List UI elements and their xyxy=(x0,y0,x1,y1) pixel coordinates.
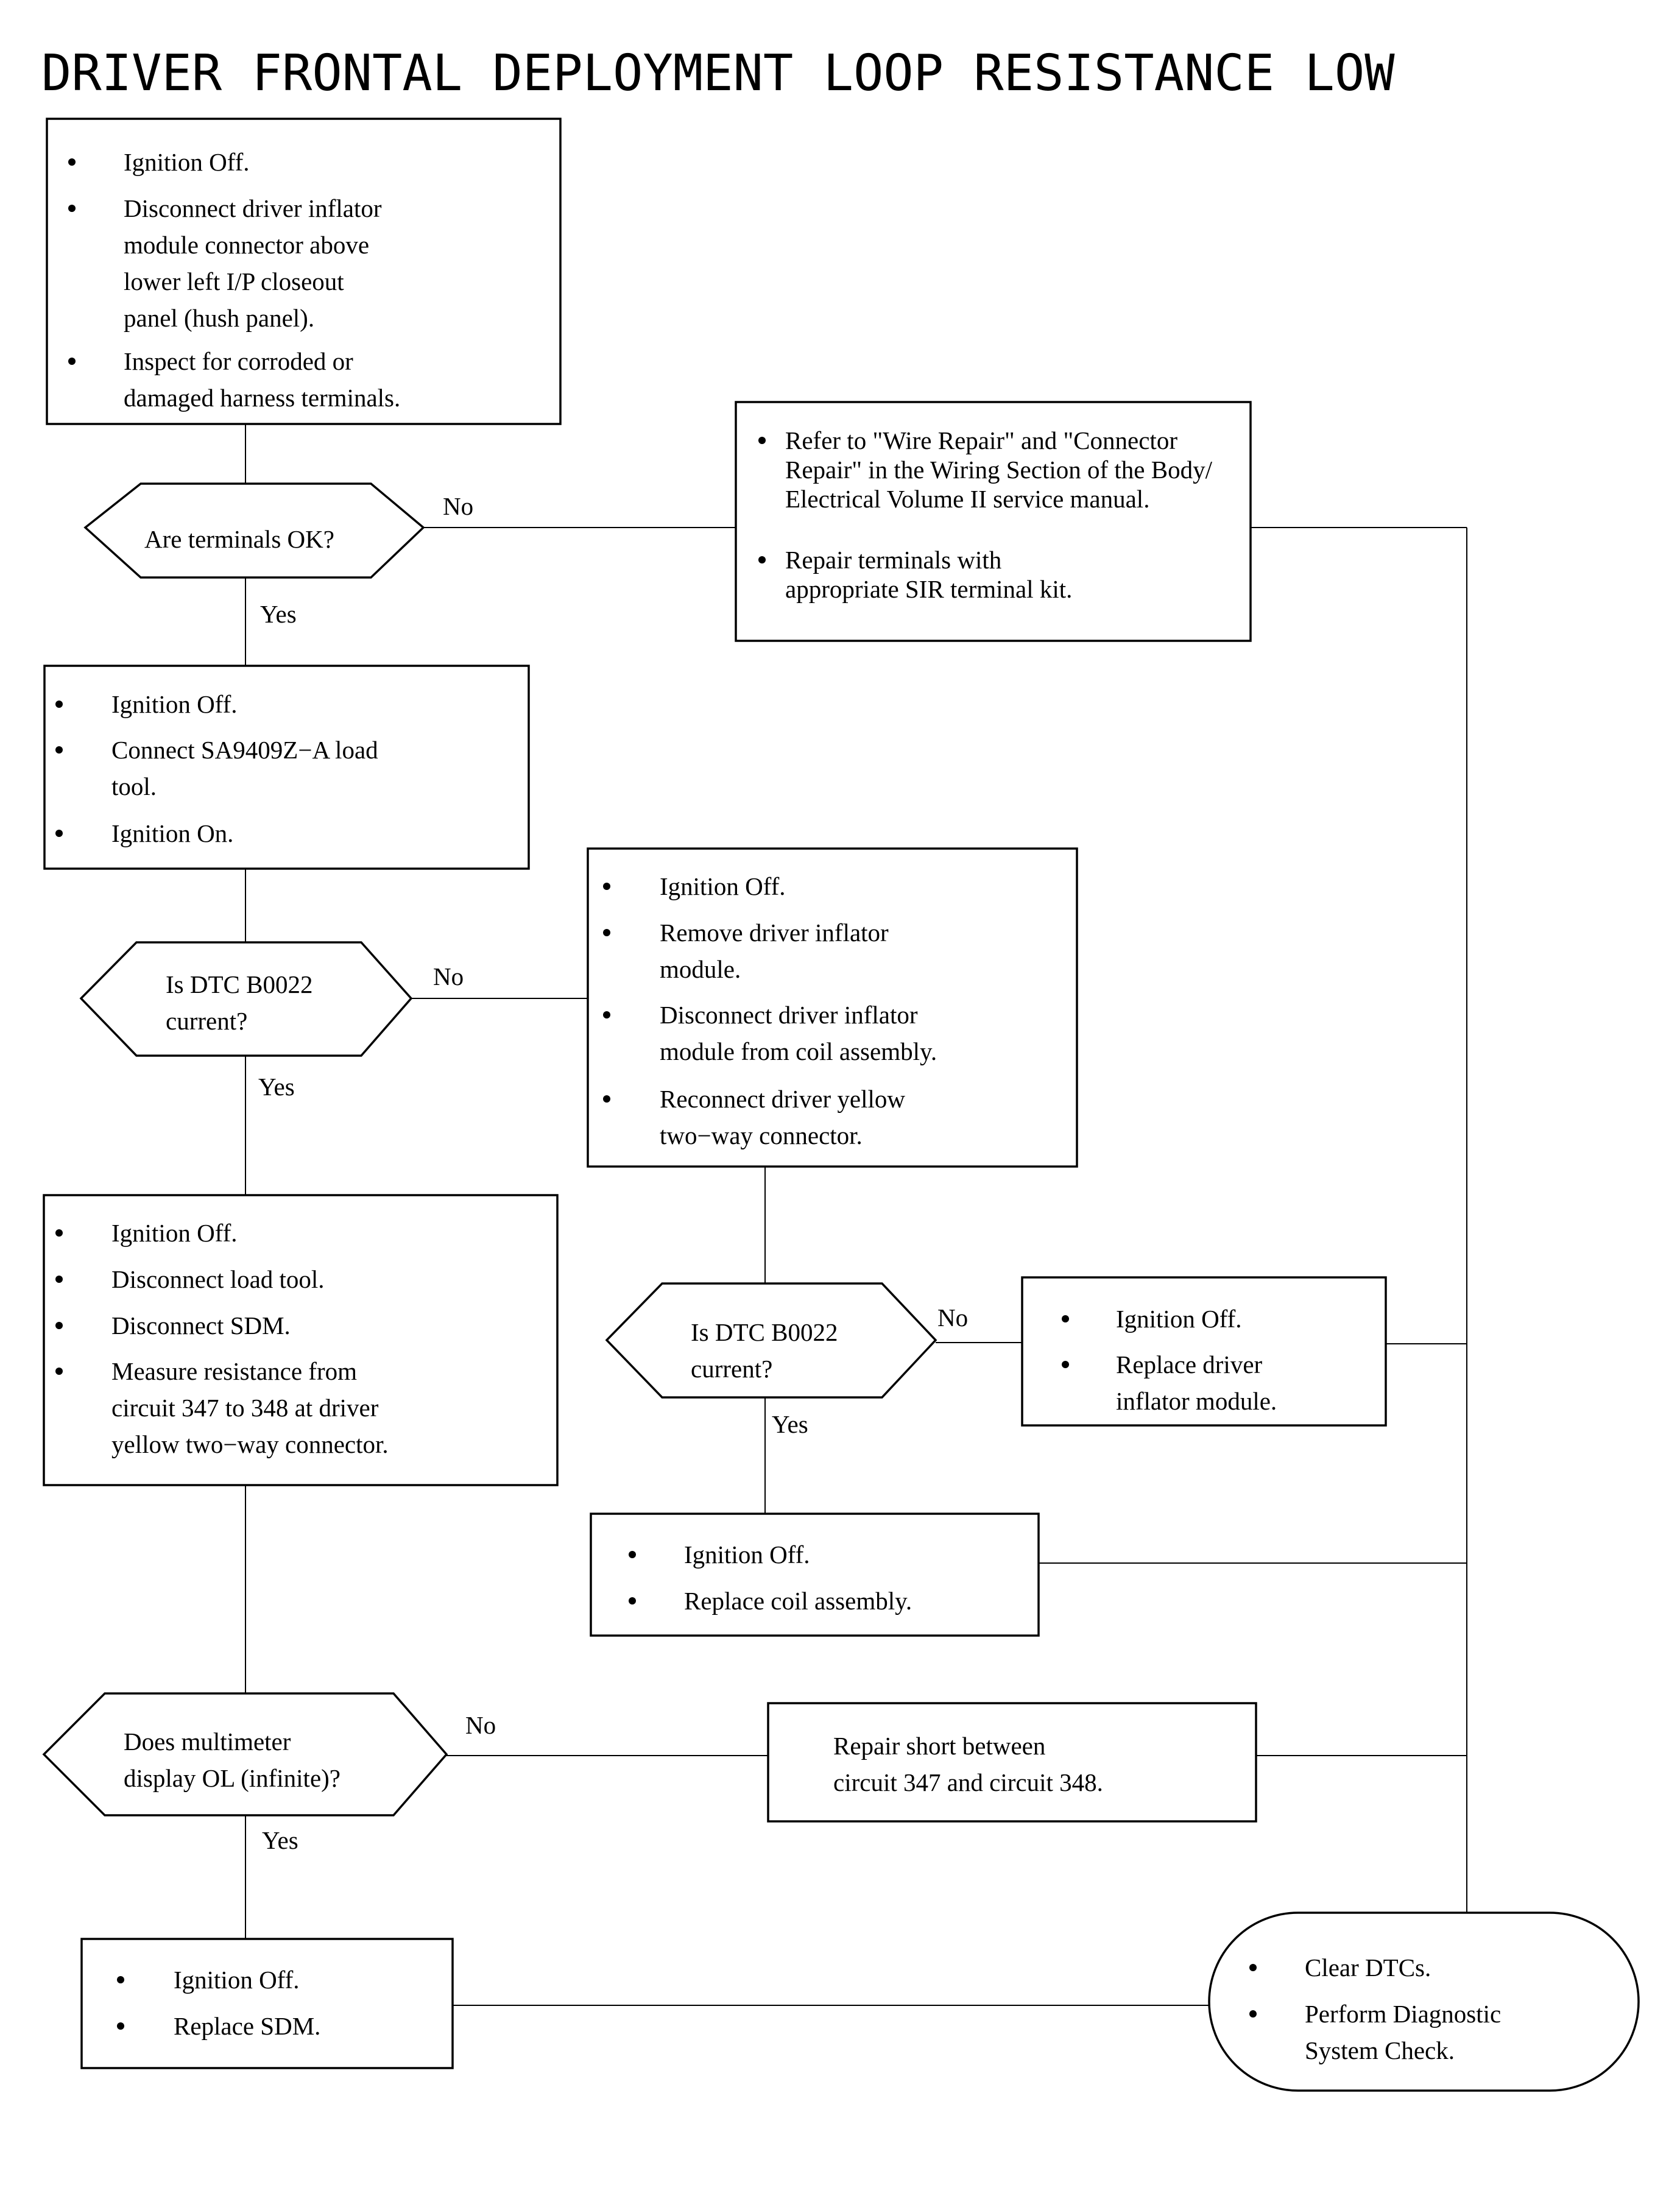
dtc-current-1-question: Is DTC B0022 xyxy=(166,970,312,998)
yes-label: Yes xyxy=(258,1073,295,1101)
step3-text: Ignition Off. xyxy=(660,872,786,900)
bullet-icon xyxy=(603,1095,610,1103)
bullet-icon xyxy=(117,1976,124,1983)
step1-text: module connector above xyxy=(124,231,369,259)
bullet-icon xyxy=(629,1551,636,1558)
bullet-icon xyxy=(55,701,63,708)
connect-load-tool-box xyxy=(43,665,530,870)
replace-coil-text: Replace coil assembly. xyxy=(684,1587,912,1615)
bullet-icon xyxy=(1249,1964,1257,1971)
bullet-icon xyxy=(55,1276,63,1283)
bullet-icon xyxy=(1249,2010,1257,2018)
step4-text: yellow two−way connector. xyxy=(111,1430,389,1458)
step2-text: Connect SA9409Z−A load xyxy=(111,736,378,764)
repair-terminals-box xyxy=(735,401,1252,642)
decision-multimeter-ol xyxy=(42,1692,448,1816)
connector-lines xyxy=(245,424,1467,2006)
step1-text: Disconnect driver inflator xyxy=(124,194,382,222)
dtc-current-1-question: current? xyxy=(166,1007,247,1035)
clear-dtcs-terminal xyxy=(1208,1912,1640,2092)
decision-dtc-current-2 xyxy=(605,1282,937,1399)
bullet-icon xyxy=(55,1368,63,1375)
replace-inflator-text: Replace driver xyxy=(1116,1350,1263,1379)
repair-short-text: circuit 347 and circuit 348. xyxy=(833,1768,1103,1796)
no-label: No xyxy=(433,962,464,990)
yes-label: Yes xyxy=(260,600,297,628)
no-label: No xyxy=(443,492,473,520)
clear-dtcs-text: System Check. xyxy=(1305,2036,1455,2064)
bullet-icon xyxy=(55,1229,63,1237)
repair-terminals-text: Repair" in the Wiring Section of the Bod… xyxy=(785,456,1213,484)
clear-dtcs-text: Perform Diagnostic xyxy=(1305,2000,1501,2028)
bullet-icon xyxy=(55,1322,63,1329)
replace-coil-text: Ignition Off. xyxy=(684,1541,810,1569)
bullet-icon xyxy=(603,929,610,936)
step3-text: module. xyxy=(660,955,741,983)
step1-text: lower left I/P closeout xyxy=(124,267,344,295)
bullet-icon xyxy=(629,1597,636,1605)
bullet-icon xyxy=(68,158,76,166)
replace-sdm-box xyxy=(80,1938,454,2069)
multimeter-ol-question: Does multimeter xyxy=(124,1728,291,1756)
decision-dtc-current-1 xyxy=(79,941,413,1057)
terminals-ok-question: Are terminals OK? xyxy=(144,525,334,553)
bullet-icon xyxy=(117,2022,124,2030)
repair-terminals-text: Refer to "Wire Repair" and "Connector xyxy=(785,426,1177,454)
step4-text: Disconnect SDM. xyxy=(111,1312,291,1340)
remove-inflator-module-box xyxy=(587,847,1078,1168)
bullet-icon xyxy=(758,556,766,563)
step2-text: Ignition On. xyxy=(111,819,233,847)
page-title: DRIVER FRONTAL DEPLOYMENT LOOP RESISTANC… xyxy=(41,44,1395,102)
step4-text: circuit 347 to 348 at driver xyxy=(111,1394,379,1422)
bullet-icon xyxy=(1062,1361,1069,1368)
step4-text: Measure resistance from xyxy=(111,1357,357,1385)
step2-text: tool. xyxy=(111,772,157,800)
inspect-terminals-box xyxy=(46,118,562,425)
step2-text: Ignition Off. xyxy=(111,690,238,718)
step1-text: Ignition Off. xyxy=(124,148,250,176)
replace-inflator-module-box xyxy=(1021,1276,1387,1427)
step1-text: panel (hush panel). xyxy=(124,304,314,332)
step4-text: Ignition Off. xyxy=(111,1219,238,1247)
decision-terminals-ok xyxy=(83,482,425,579)
bullet-icon xyxy=(603,1011,610,1019)
clear-dtcs-text: Clear DTCs. xyxy=(1305,1954,1431,1982)
multimeter-ol-question: display OL (infinite)? xyxy=(124,1764,341,1792)
bullet-icon xyxy=(55,746,63,754)
replace-sdm-text: Ignition Off. xyxy=(174,1966,300,1994)
repair-short-box xyxy=(767,1702,1257,1823)
no-label: No xyxy=(465,1711,496,1739)
replace-inflator-text: Ignition Off. xyxy=(1116,1305,1242,1333)
step-text: Ignition Off. Disconnect driver inflator m… xyxy=(55,148,1501,2064)
measure-resistance-box xyxy=(43,1194,559,1486)
bullet-icon xyxy=(603,883,610,890)
bullet-icon xyxy=(55,830,63,837)
dtc-current-2-question: Is DTC B0022 xyxy=(691,1318,838,1346)
yes-label: Yes xyxy=(772,1410,808,1438)
step3-text: module from coil assembly. xyxy=(660,1037,937,1065)
replace-coil-assembly-box xyxy=(590,1513,1040,1637)
no-label: No xyxy=(937,1304,968,1332)
repair-short-text: Repair short between xyxy=(833,1732,1045,1760)
step3-text: Remove driver inflator xyxy=(660,919,889,947)
step3-text: Reconnect driver yellow xyxy=(660,1085,905,1113)
replace-inflator-text: inflator module. xyxy=(1116,1387,1277,1415)
step1-text: Inspect for corroded or xyxy=(124,347,353,375)
step3-text: two−way connector. xyxy=(660,1121,863,1149)
bullet-icon xyxy=(68,205,76,212)
bullet-icon xyxy=(68,358,76,365)
bullet-icon xyxy=(758,437,766,444)
replace-sdm-text: Replace SDM. xyxy=(174,2012,320,2040)
repair-terminals-text: Electrical Volume II service manual. xyxy=(785,485,1149,513)
bullet-icon xyxy=(1062,1315,1069,1322)
step1-text: damaged harness terminals. xyxy=(124,384,400,412)
yes-label: Yes xyxy=(262,1826,298,1854)
step4-text: Disconnect load tool. xyxy=(111,1265,325,1293)
repair-terminals-text: Repair terminals with xyxy=(785,546,1001,574)
repair-terminals-text: appropriate SIR terminal kit. xyxy=(785,575,1072,603)
step3-text: Disconnect driver inflator xyxy=(660,1001,918,1029)
dtc-current-2-question: current? xyxy=(691,1355,772,1383)
